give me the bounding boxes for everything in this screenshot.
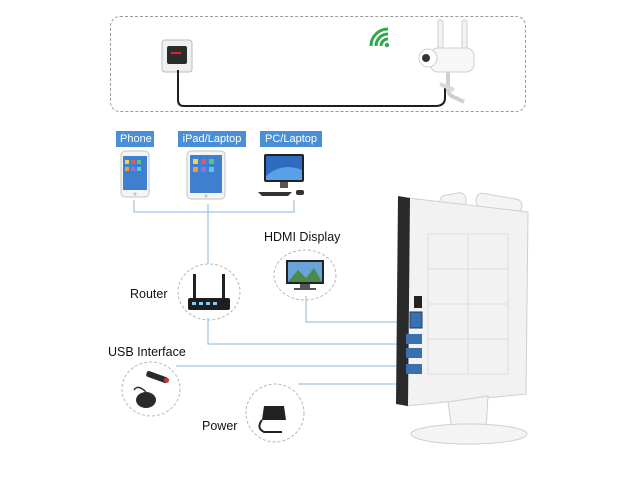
wifi-icon <box>369 27 390 48</box>
device-tag-pc-laptop: PC/Laptop <box>260 131 322 147</box>
hdmi-display-label: HDMI Display <box>264 230 341 244</box>
power-label: Power <box>202 419 238 433</box>
usb-interface-label: USB Interface <box>108 345 186 359</box>
hdmi-display-icon <box>273 249 337 301</box>
router-label: Router <box>130 287 168 301</box>
power-adapter-icon <box>161 39 193 73</box>
nvr-monitor-icon <box>396 192 529 445</box>
wireless-camera-icon <box>418 19 475 104</box>
router-icon <box>177 263 241 321</box>
device-tag-phone: Phone <box>116 131 154 147</box>
usb-mouse-icon <box>121 361 181 417</box>
camera-power-cable <box>177 70 446 107</box>
phone-icon <box>120 150 150 198</box>
tablet-icon <box>186 150 226 200</box>
pc-icon <box>258 154 304 196</box>
camera-wireless-box <box>110 16 526 112</box>
power-supply-icon <box>245 383 305 443</box>
device-tag-ipad-laptop: iPad/Laptop <box>178 131 246 147</box>
